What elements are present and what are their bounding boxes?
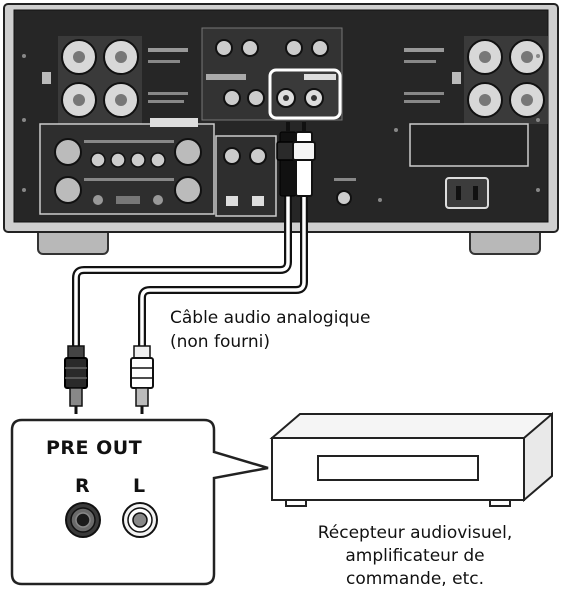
preout-jacks-highlight (268, 68, 342, 120)
digital-input-section (215, 135, 356, 217)
balanced-input-section (39, 118, 215, 215)
panel-screws (22, 54, 540, 202)
rca-plug-right (64, 345, 88, 414)
channel-r-label: R (75, 475, 90, 497)
speaker-terminals-left (42, 36, 188, 124)
rca-plug-left (130, 345, 154, 414)
preout-callout (10, 418, 269, 586)
amplifier-rear-panel (3, 3, 559, 255)
device-label: Récepteur audiovisuel, amplificateur de … (285, 522, 545, 591)
cable-label-line1: Câble audio analogique (170, 308, 371, 328)
channel-l-label: L (133, 475, 146, 497)
device-label-line1: Récepteur audiovisuel, (317, 523, 513, 543)
speaker-terminals-right (404, 36, 548, 124)
device-label-line2: amplificateur de (345, 546, 485, 566)
av-receiver-icon (269, 411, 553, 507)
power-section (409, 123, 529, 209)
preout-title: PRE OUT (46, 437, 143, 459)
rca-plugs-top (276, 122, 316, 197)
rca-jack-r (65, 502, 101, 538)
cable-label: Câble audio analogique (non fourni) (170, 306, 370, 354)
cable-wires (72, 196, 308, 346)
rca-jack-l (122, 502, 158, 538)
cable-label-line2: (non fourni) (170, 332, 270, 352)
device-label-line3: commande, etc. (346, 569, 484, 589)
